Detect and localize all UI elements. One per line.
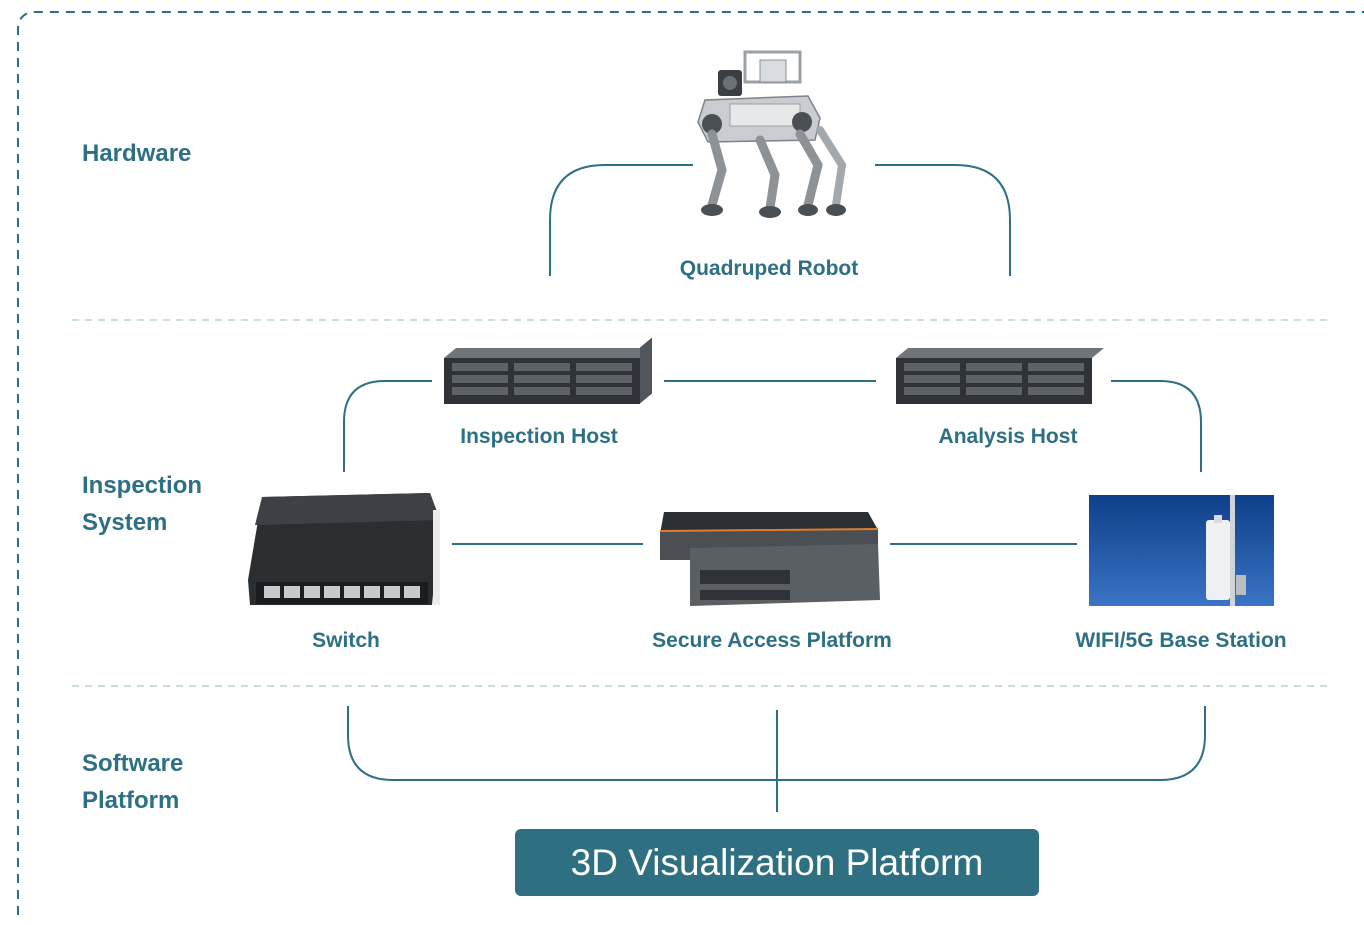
node-label-switch: Switch [312, 629, 380, 652]
node-label-base-station: WIFI/5G Base Station [1075, 629, 1287, 652]
secure-appliance-image [659, 512, 880, 606]
quadruped-robot-image [697, 50, 847, 218]
section-label-hardware: Hardware [82, 140, 192, 167]
section-label-software-platform: Software Platform [82, 745, 183, 819]
section-label-line: Software [82, 750, 184, 777]
outer-dashed-border [17, 11, 1364, 915]
node-label-inspection-host: Inspection Host [460, 425, 618, 448]
server-rack-image [896, 348, 1104, 404]
section-label-line: System [82, 509, 168, 536]
connector-robot-left [549, 164, 693, 276]
section-label-line: Inspection [82, 472, 203, 499]
server-rack-image [444, 337, 652, 404]
section-label-inspection-system: Inspection System [82, 467, 202, 541]
section-label-line: Platform [82, 787, 180, 814]
node-label-analysis-host: Analysis Host [938, 425, 1078, 448]
base-station-image [1089, 495, 1274, 606]
node-label-quadruped-robot: Quadruped Robot [679, 257, 859, 280]
visualization-platform-button[interactable]: 3D Visualization Platform [515, 829, 1039, 896]
node-label-secure-access-platform: Secure Access Platform [652, 629, 892, 652]
connector-robot-right [875, 164, 1011, 276]
network-switch-image [248, 493, 440, 605]
connector-switch-host [343, 380, 432, 472]
connector-analysis-base [1111, 380, 1202, 472]
